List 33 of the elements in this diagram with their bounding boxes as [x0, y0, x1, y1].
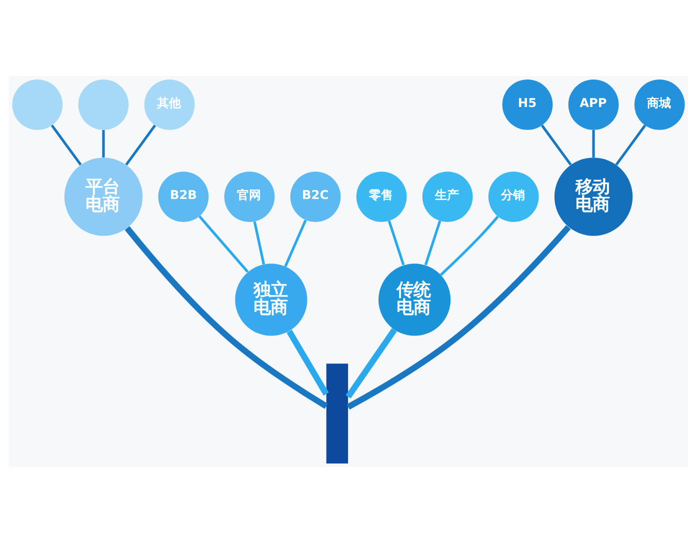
- node-circle: 商城: [634, 78, 685, 130]
- node-circle: 移动电商: [554, 157, 633, 236]
- connector: [615, 124, 646, 166]
- node-circle: [12, 78, 63, 130]
- connector: [50, 124, 82, 166]
- connector: [346, 328, 397, 398]
- connector: [440, 215, 499, 276]
- connector: [286, 329, 329, 396]
- node-circle: 分销: [488, 171, 539, 222]
- node-circle: 独立电商: [235, 263, 308, 336]
- connector: [424, 220, 442, 265]
- node-circle: 零售: [356, 171, 407, 222]
- connector: [125, 124, 156, 166]
- connector: [198, 214, 249, 272]
- connector: [592, 130, 595, 157]
- node-circle: 平台电商: [64, 157, 143, 236]
- node-circle: B2C: [290, 171, 341, 222]
- node-bar: [326, 363, 348, 464]
- node-circle: [78, 78, 129, 130]
- connector: [388, 220, 405, 265]
- connector: [124, 226, 328, 408]
- node-circle: APP: [568, 78, 619, 130]
- node-circle: 其他: [144, 78, 195, 130]
- connector: [253, 220, 266, 264]
- node-circle: 官网: [224, 171, 275, 222]
- connector: [540, 124, 572, 166]
- node-circle: B2B: [158, 171, 209, 222]
- connector: [102, 130, 105, 157]
- connector: [284, 219, 307, 266]
- node-circle: 生产: [422, 171, 473, 222]
- connector: [346, 224, 571, 410]
- node-circle: 传统电商: [378, 263, 451, 336]
- node-circle: H5: [502, 78, 553, 130]
